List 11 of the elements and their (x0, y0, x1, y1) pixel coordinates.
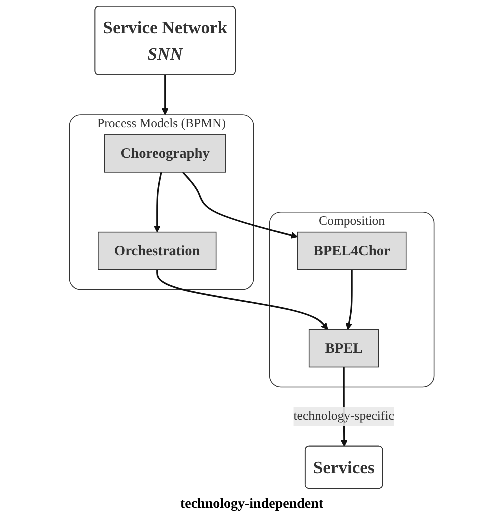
arrow (346, 270, 353, 330)
note-text: technology-independent (180, 497, 324, 513)
node-box: Orchestration (98, 232, 217, 270)
node-box: BPEL4Chor (297, 232, 407, 270)
arrow (154, 172, 162, 233)
node-box: Choreography (104, 134, 226, 173)
edge-label: technology-specific (294, 410, 394, 424)
arrow (162, 75, 169, 116)
arrow (156, 270, 328, 330)
node-box: BPEL (308, 329, 380, 368)
arrow (182, 172, 298, 239)
